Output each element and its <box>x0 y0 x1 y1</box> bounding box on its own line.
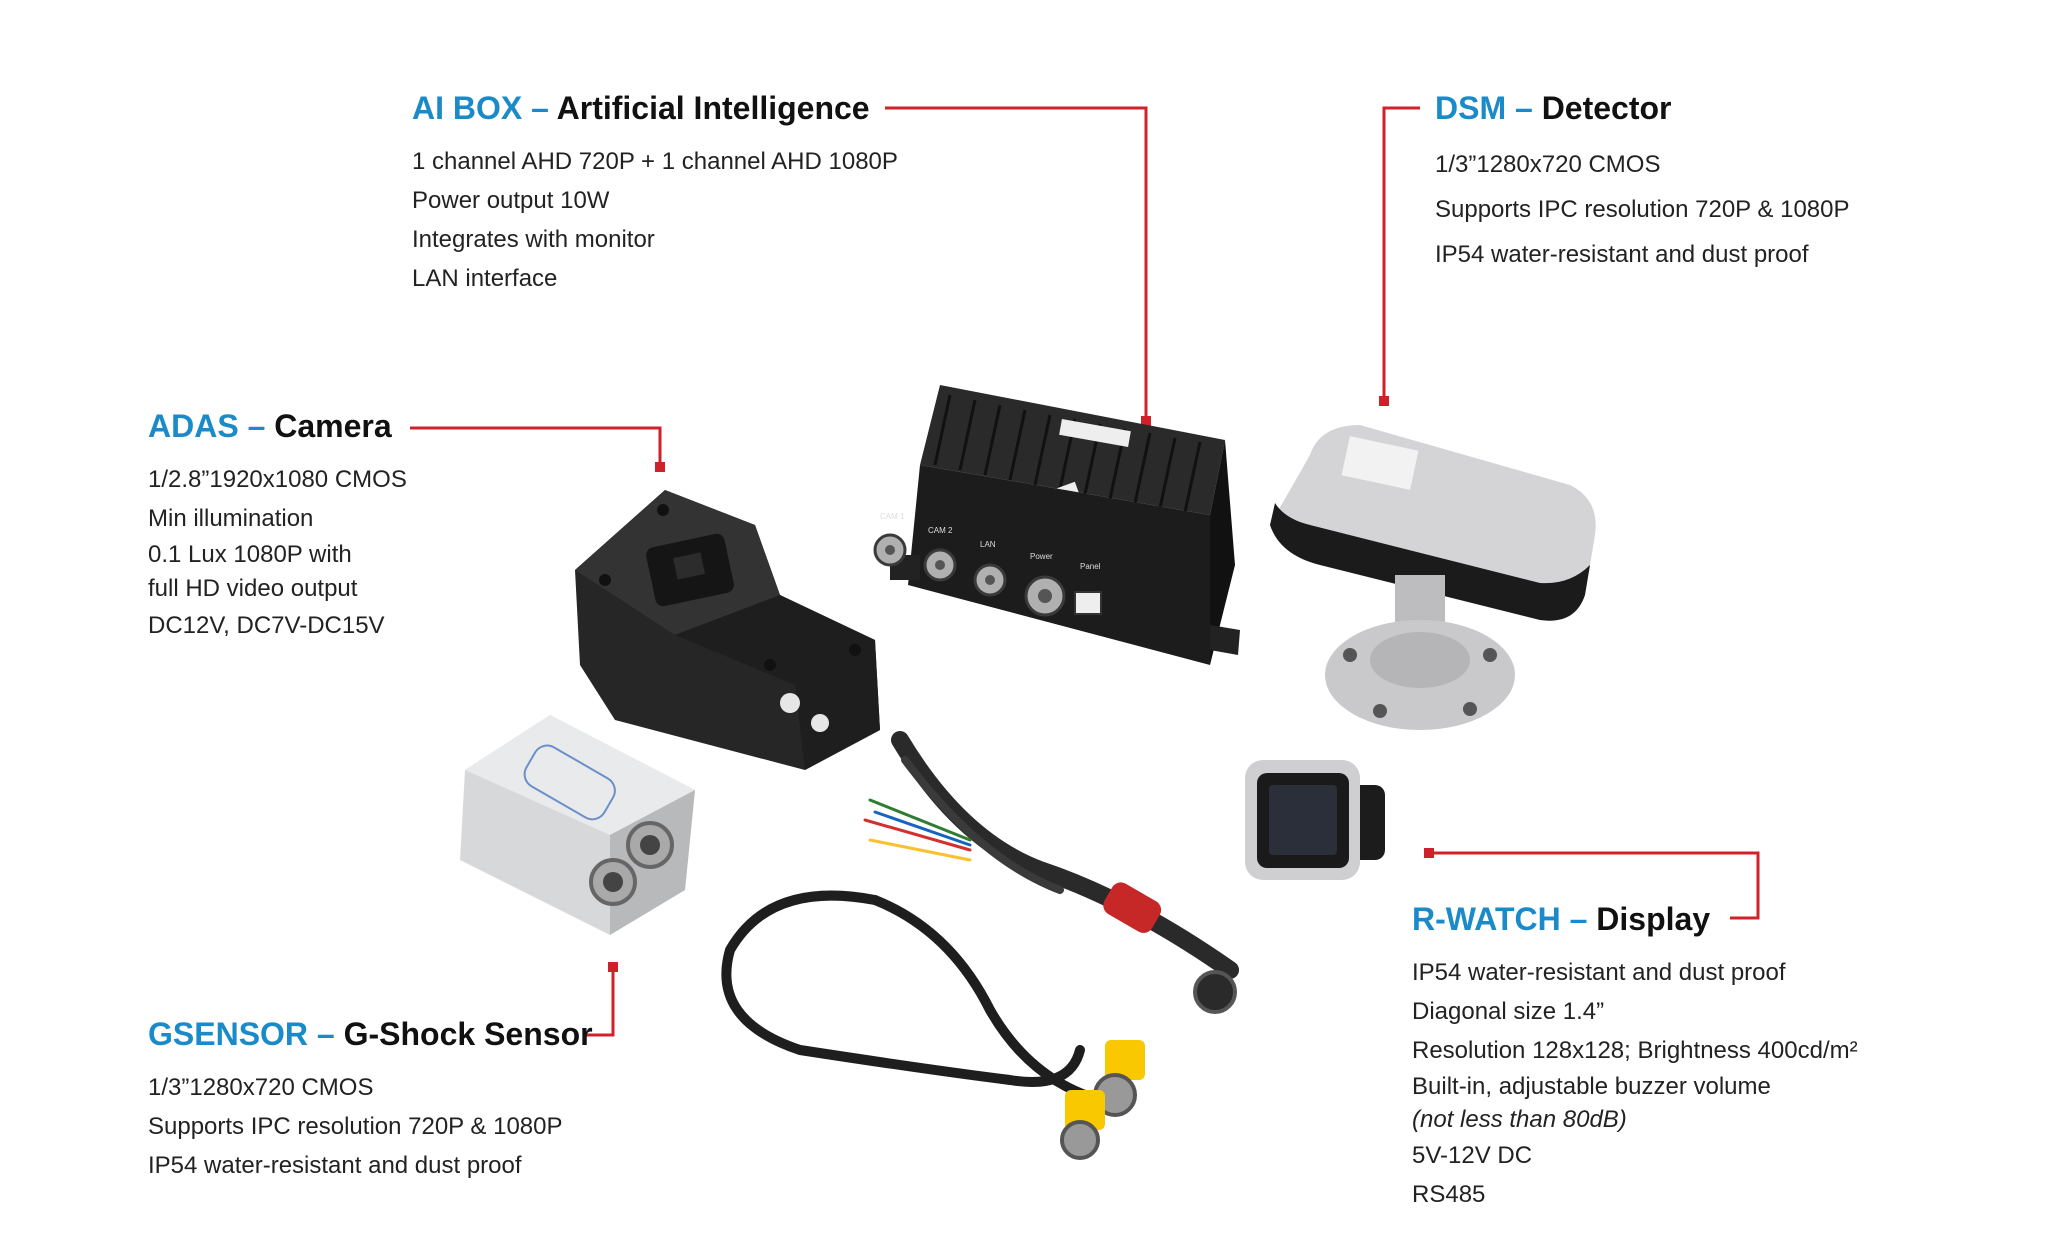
dsm-device-image <box>1270 425 1596 730</box>
rwatch-feature: Built-in, adjustable buzzer volume <box>1412 1073 1771 1100</box>
rwatch-feature-note: (not less than 80dB) <box>1412 1106 1627 1133</box>
rwatch-name: R-WATCH <box>1412 901 1561 937</box>
dsm-leader-dot <box>1379 396 1389 406</box>
rwatch-feature: Diagonal size 1.4” <box>1412 998 1605 1025</box>
aibox-desc: Artificial Intelligence <box>556 90 870 126</box>
gsensor-desc: G-Shock Sensor <box>343 1016 593 1052</box>
aibox-title: AI BOX – Artificial Intelligence <box>412 92 898 124</box>
rwatch-feature: IP54 water-resistant and dust proof <box>1412 959 1786 986</box>
rwatch-feature: 5V-12V DC <box>1412 1142 1533 1169</box>
dsm-leader <box>1382 106 1420 400</box>
adas-leader <box>410 426 662 466</box>
gsensor-feature: Supports IPC resolution 720P & 1080P <box>148 1113 563 1140</box>
adas-leader-dot <box>655 462 665 472</box>
port-label-lan: LAN <box>980 540 996 549</box>
port-panel-icon <box>1074 591 1102 615</box>
dsm-title: DSM – Detector <box>1435 92 1850 124</box>
gsensor-title: GSENSOR – G-Shock Sensor <box>148 1018 593 1050</box>
port-label-power: Power <box>1030 552 1053 561</box>
gsensor-leader-dot <box>608 962 618 972</box>
aibox-feature: LAN interface <box>412 265 558 292</box>
dsm-sep: – <box>1506 90 1542 126</box>
rwatch-leader <box>1430 851 1760 920</box>
adas-device-image <box>575 490 880 770</box>
adas-feature: DC12V, DC7V-DC15V <box>148 612 385 639</box>
aibox-leader-dot <box>1141 416 1151 426</box>
rwatch-block: R-WATCH – Display IP54 water-resistant a… <box>1412 903 1858 1214</box>
aibox-block: AI BOX – Artificial Intelligence 1 chann… <box>412 92 898 298</box>
port-label-cam1: CAM 1 <box>880 512 905 521</box>
aibox-feature: 1 channel AHD 720P + 1 channel AHD 1080P <box>412 148 898 175</box>
aibox-leader <box>885 106 1148 420</box>
gsensor-feature: 1/3”1280x720 CMOS <box>148 1074 374 1101</box>
adas-feature: 1/2.8”1920x1080 CMOS <box>148 466 407 493</box>
aibox-feature: Power output 10W <box>412 187 610 214</box>
gsensor-sep: – <box>308 1016 344 1052</box>
aibox-ports <box>873 533 1102 617</box>
aibox-sep: – <box>522 90 557 126</box>
adas-sep: – <box>238 408 275 444</box>
gsensor-device-image <box>460 715 695 935</box>
dsm-desc: Detector <box>1541 90 1672 126</box>
aibox-port-labels: CAM 1 CAM 2 LAN Power Panel <box>880 512 1120 571</box>
rwatch-title: R-WATCH – Display <box>1412 903 1858 935</box>
port-label-cam2: CAM 2 <box>928 526 953 535</box>
adas-feature: Min illumination <box>148 505 314 532</box>
dsm-feature: Supports IPC resolution 720P & 1080P <box>1435 196 1850 223</box>
gsensor-block: GSENSOR – G-Shock Sensor 1/3”1280x720 CM… <box>148 1018 593 1185</box>
dsm-block: DSM – Detector 1/3”1280x720 CMOS Support… <box>1435 92 1850 277</box>
adas-desc: Camera <box>274 408 392 444</box>
gsensor-leader <box>584 966 615 1037</box>
rwatch-feature: Resolution 128x128; Brightness 400cd/m² <box>1412 1037 1858 1064</box>
dsm-feature: 1/3”1280x720 CMOS <box>1435 151 1661 178</box>
adas-title: ADAS – Camera <box>148 410 407 442</box>
rwatch-feature: RS485 <box>1412 1181 1486 1208</box>
adas-feature: full HD video output <box>148 575 358 602</box>
aibox-device-image <box>890 385 1240 665</box>
adas-name: ADAS <box>148 408 239 444</box>
adas-feature: 0.1 Lux 1080P with <box>148 541 352 568</box>
adas-block: ADAS – Camera 1/2.8”1920x1080 CMOS Min i… <box>148 410 407 645</box>
rwatch-desc: Display <box>1596 901 1711 937</box>
gsensor-feature: IP54 water-resistant and dust proof <box>148 1152 522 1179</box>
cable-bundle-image <box>721 731 1239 1160</box>
aibox-name: AI BOX <box>412 90 523 126</box>
port-label-panel: Panel <box>1080 562 1101 571</box>
dsm-feature: IP54 water-resistant and dust proof <box>1435 241 1809 268</box>
dsm-name: DSM <box>1435 90 1507 126</box>
rwatch-sep: – <box>1560 901 1597 937</box>
rwatch-device-image <box>1245 760 1385 880</box>
rwatch-leader-dot <box>1424 848 1434 858</box>
aibox-feature: Integrates with monitor <box>412 226 655 253</box>
gsensor-name: GSENSOR <box>148 1016 309 1052</box>
